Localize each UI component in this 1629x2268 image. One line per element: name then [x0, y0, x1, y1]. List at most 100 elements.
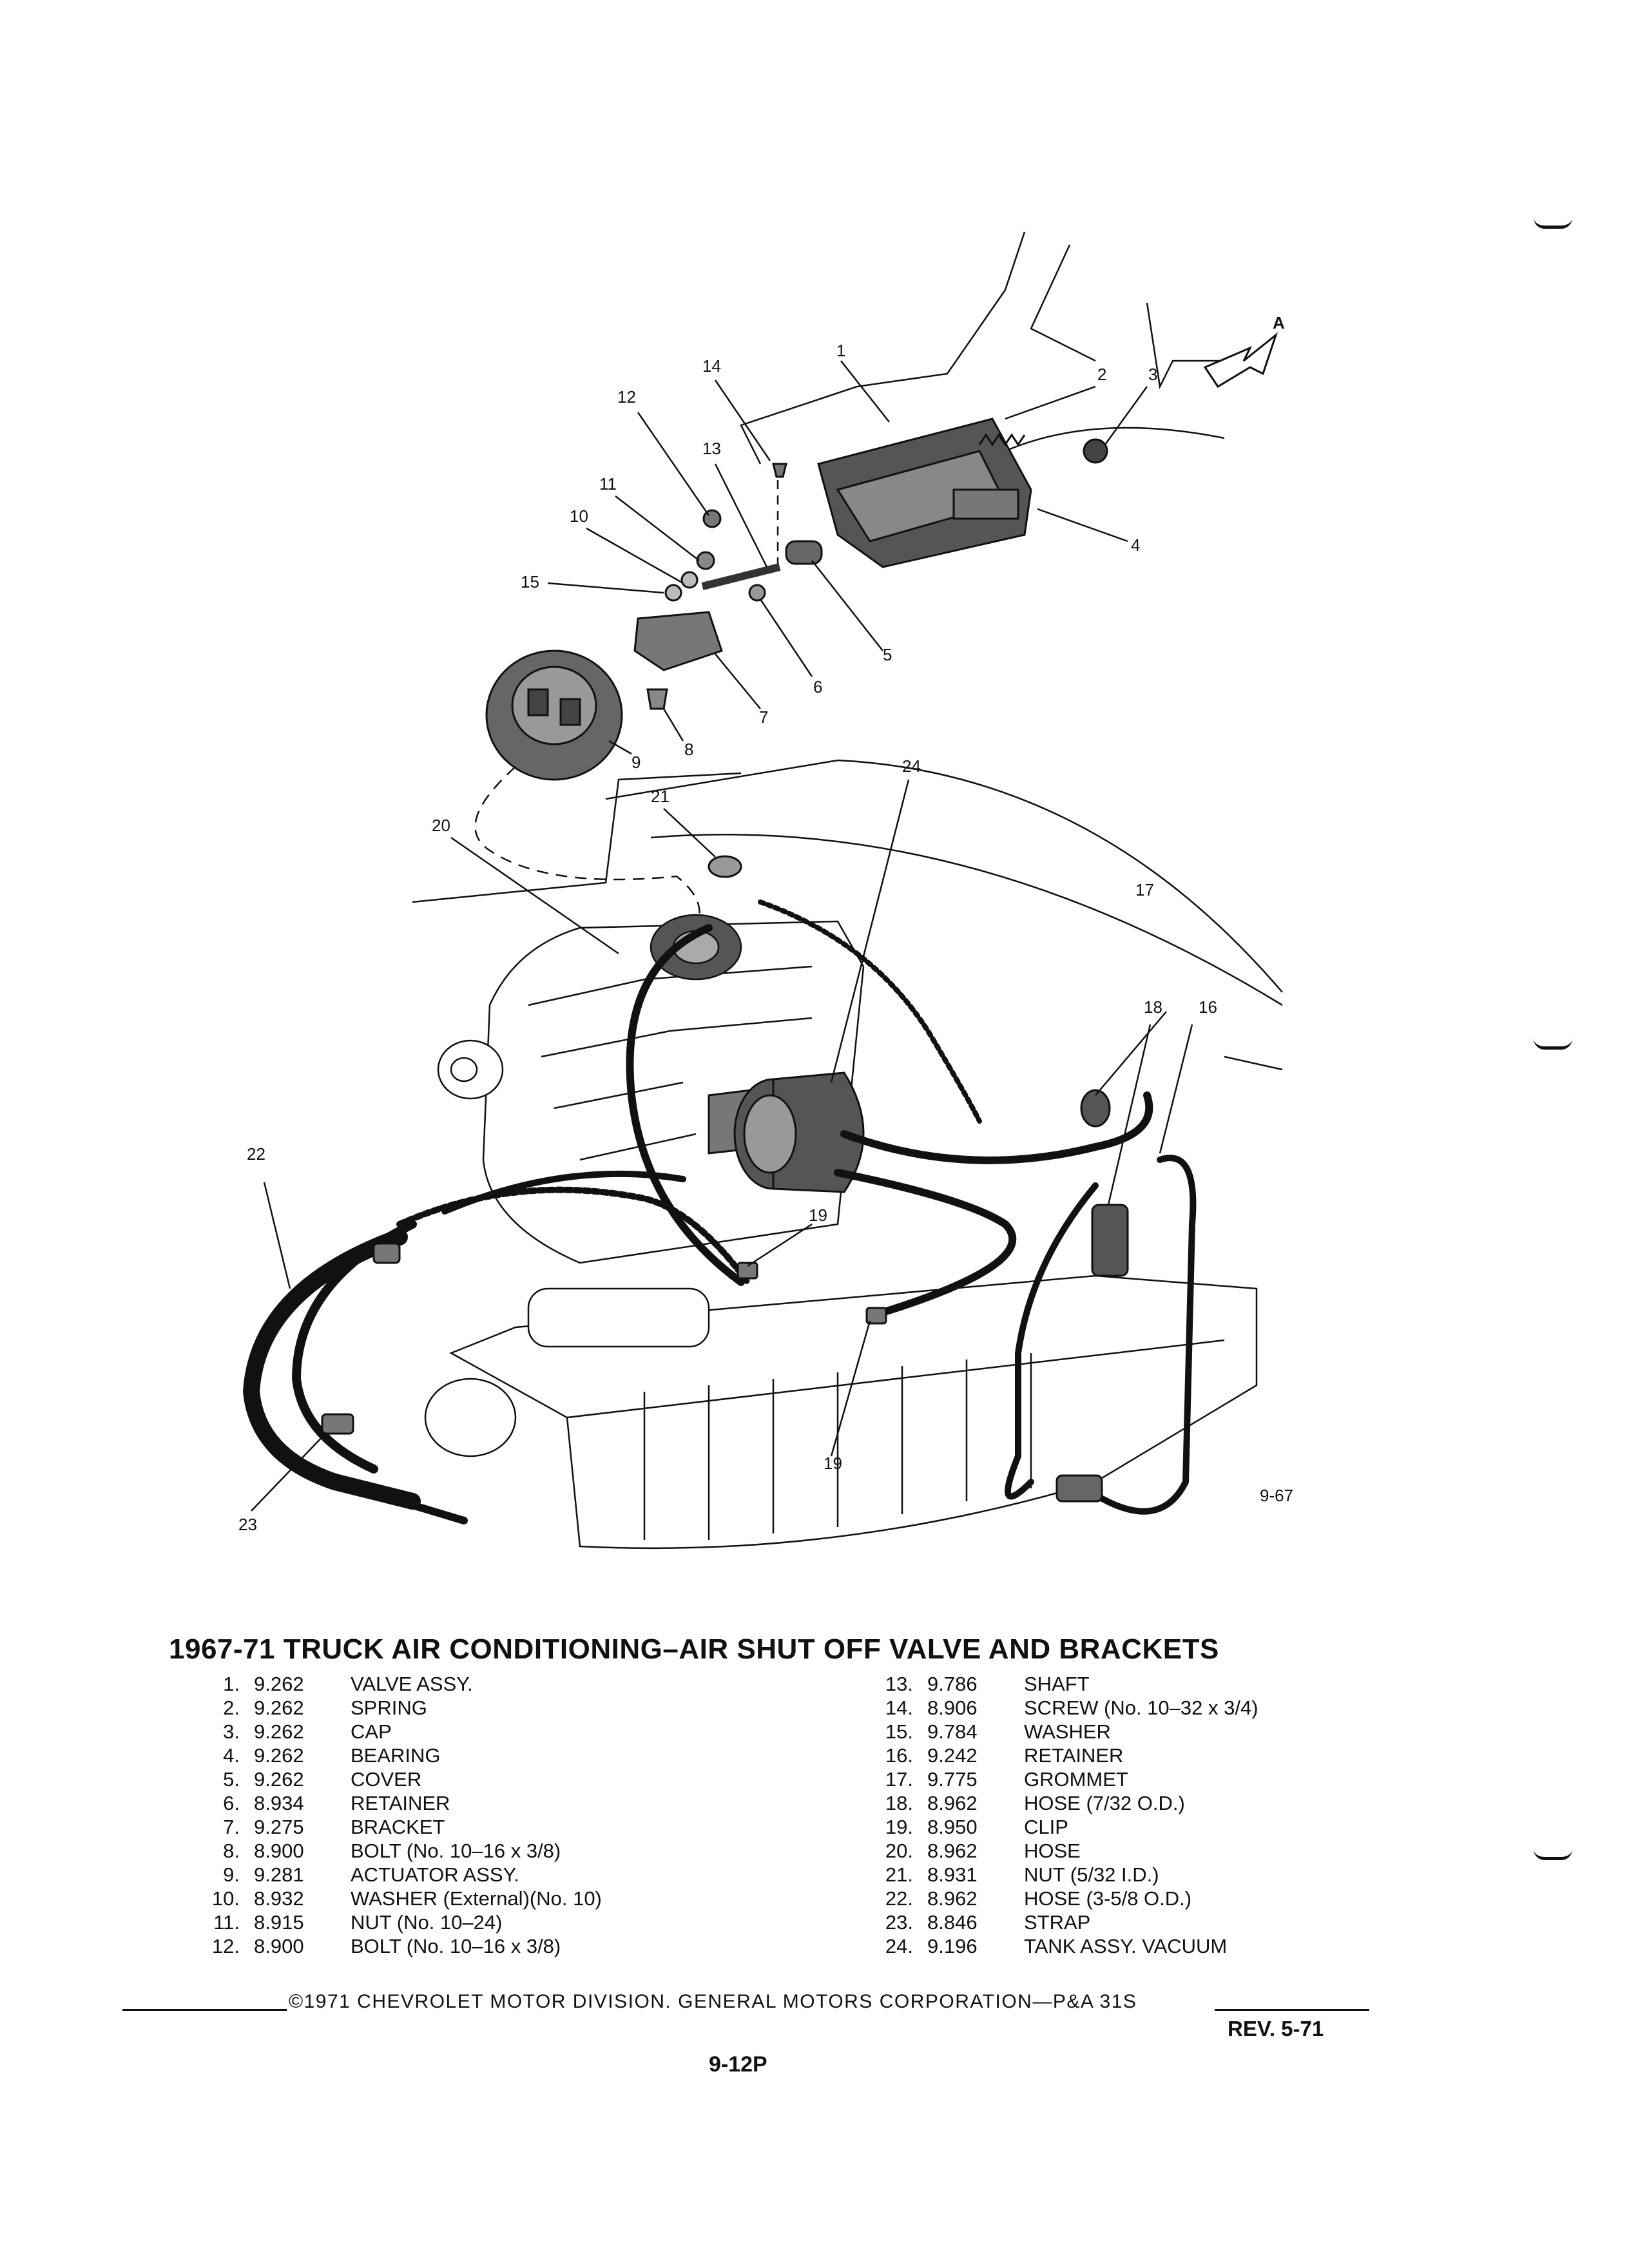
figure-id: 9-67: [1260, 1486, 1293, 1505]
callout-2: 2: [1097, 365, 1106, 384]
catalog-code: 8.931: [927, 1863, 978, 1886]
clip-19b: [865, 1307, 887, 1325]
grommet: [1080, 1089, 1111, 1128]
part-number: 13.: [885, 1673, 913, 1695]
part-number: 15.: [885, 1720, 913, 1743]
part-number: 5.: [223, 1768, 240, 1791]
part-description: NUT (No. 10–24): [351, 1911, 503, 1934]
catalog-code: 9.196: [927, 1935, 978, 1957]
part-number: 23.: [885, 1911, 913, 1934]
part-description: STRAP: [1024, 1911, 1091, 1934]
catalog-code: 9.262: [254, 1744, 304, 1767]
part-description: SCREW (No. 10–32 x 3/4): [1024, 1696, 1258, 1719]
callout-1: 1: [836, 341, 845, 360]
callout-3: 3: [1148, 365, 1157, 384]
cap: [1083, 438, 1108, 464]
catalog-code: 8.950: [927, 1816, 978, 1838]
part-description: ACTUATOR ASSY.: [351, 1863, 519, 1886]
part-description: HOSE (3-5/8 O.D.): [1024, 1887, 1192, 1910]
part-number: 6.: [223, 1792, 240, 1814]
part-description: WASHER (External)(No. 10): [351, 1887, 602, 1910]
margin-mark: [1534, 1039, 1572, 1050]
footer-rule: [1215, 2009, 1369, 2011]
nut: [696, 551, 715, 570]
part-description: CLIP: [1024, 1816, 1068, 1838]
callout-11: 11: [599, 474, 617, 494]
body-outline: [412, 231, 1283, 1071]
exploded-parts-diagram: A 1 2 3 4 5 6 7 8 9: [238, 231, 1293, 1550]
callout-14: 14: [702, 356, 721, 376]
part-number: 1.: [223, 1673, 240, 1695]
callout-5: 5: [883, 645, 892, 664]
callout-24: 24: [902, 756, 921, 776]
callout-13: 13: [702, 439, 721, 458]
part-number: 21.: [885, 1863, 913, 1886]
part-description: HOSE: [1024, 1840, 1081, 1862]
part-description: SHAFT: [1024, 1673, 1090, 1695]
catalog-code: 9.775: [927, 1768, 978, 1791]
part-number: 22.: [885, 1887, 913, 1910]
part-number: 20.: [885, 1840, 913, 1862]
washer-15: [664, 584, 682, 602]
callout-20: 20: [432, 816, 450, 835]
part-description: GROMMET: [1024, 1768, 1128, 1791]
leader-lines: [251, 360, 1193, 1512]
engine-block: [424, 1274, 1258, 1550]
callout-19b: 19: [824, 1454, 842, 1473]
part-number: 14.: [885, 1696, 913, 1719]
part-description: TANK ASSY. VACUUM: [1024, 1935, 1228, 1957]
catalog-code: 9.784: [927, 1720, 978, 1743]
callout-22: 22: [247, 1144, 265, 1164]
callout-4: 4: [1131, 535, 1140, 555]
page-number: 9-12P: [709, 2052, 767, 2077]
part-description: BOLT (No. 10–16 x 3/8): [351, 1935, 561, 1957]
callout-15: 15: [521, 572, 539, 591]
parts-list-row: 19. 8.950 CLIP: [867, 1815, 1258, 1839]
part-number: 2.: [223, 1696, 240, 1719]
callout-6: 6: [813, 677, 822, 697]
part-number: 19.: [885, 1816, 913, 1838]
callout-8: 8: [684, 740, 693, 759]
callout-23: 23: [238, 1515, 257, 1534]
part-number: 11.: [213, 1911, 240, 1934]
copyright-line: ©1971 CHEVROLET MOTOR DIVISION. GENERAL …: [289, 1991, 1137, 2012]
hose-clip: [372, 1242, 401, 1264]
part-number: 8.: [223, 1840, 240, 1862]
catalog-code: 9.275: [254, 1816, 304, 1838]
parts-list-row: 15. 9.784 WASHER: [867, 1720, 1258, 1744]
view-arrow: A: [1203, 313, 1285, 389]
page-title: 1967-71 TRUCK AIR CONDITIONING–AIR SHUT …: [169, 1633, 1219, 1665]
nut-21: [708, 855, 742, 878]
part-description: RETAINER: [351, 1792, 450, 1814]
part-number: 7.: [223, 1816, 240, 1838]
callout-7: 7: [759, 707, 768, 727]
part-description: CAP: [351, 1720, 392, 1743]
callout-19a: 19: [809, 1206, 827, 1225]
part-description: VALVE ASSY.: [351, 1673, 473, 1695]
catalog-code: 9.262: [254, 1720, 304, 1743]
clip-19a: [737, 1262, 758, 1280]
part-number: 12.: [211, 1935, 240, 1957]
strap: [321, 1413, 354, 1435]
part-description: BEARING: [351, 1744, 441, 1767]
revision-label: REV. 5-71: [1228, 2017, 1324, 2041]
catalog-code: 9.262: [254, 1673, 304, 1695]
part-description: WASHER: [1024, 1720, 1111, 1743]
callout-numbers: 1 2 3 4 5 6 7 8 9 10 11 12 13 14 15 16 1…: [238, 341, 1293, 1534]
cover: [785, 540, 823, 565]
callout-21: 21: [651, 787, 670, 806]
